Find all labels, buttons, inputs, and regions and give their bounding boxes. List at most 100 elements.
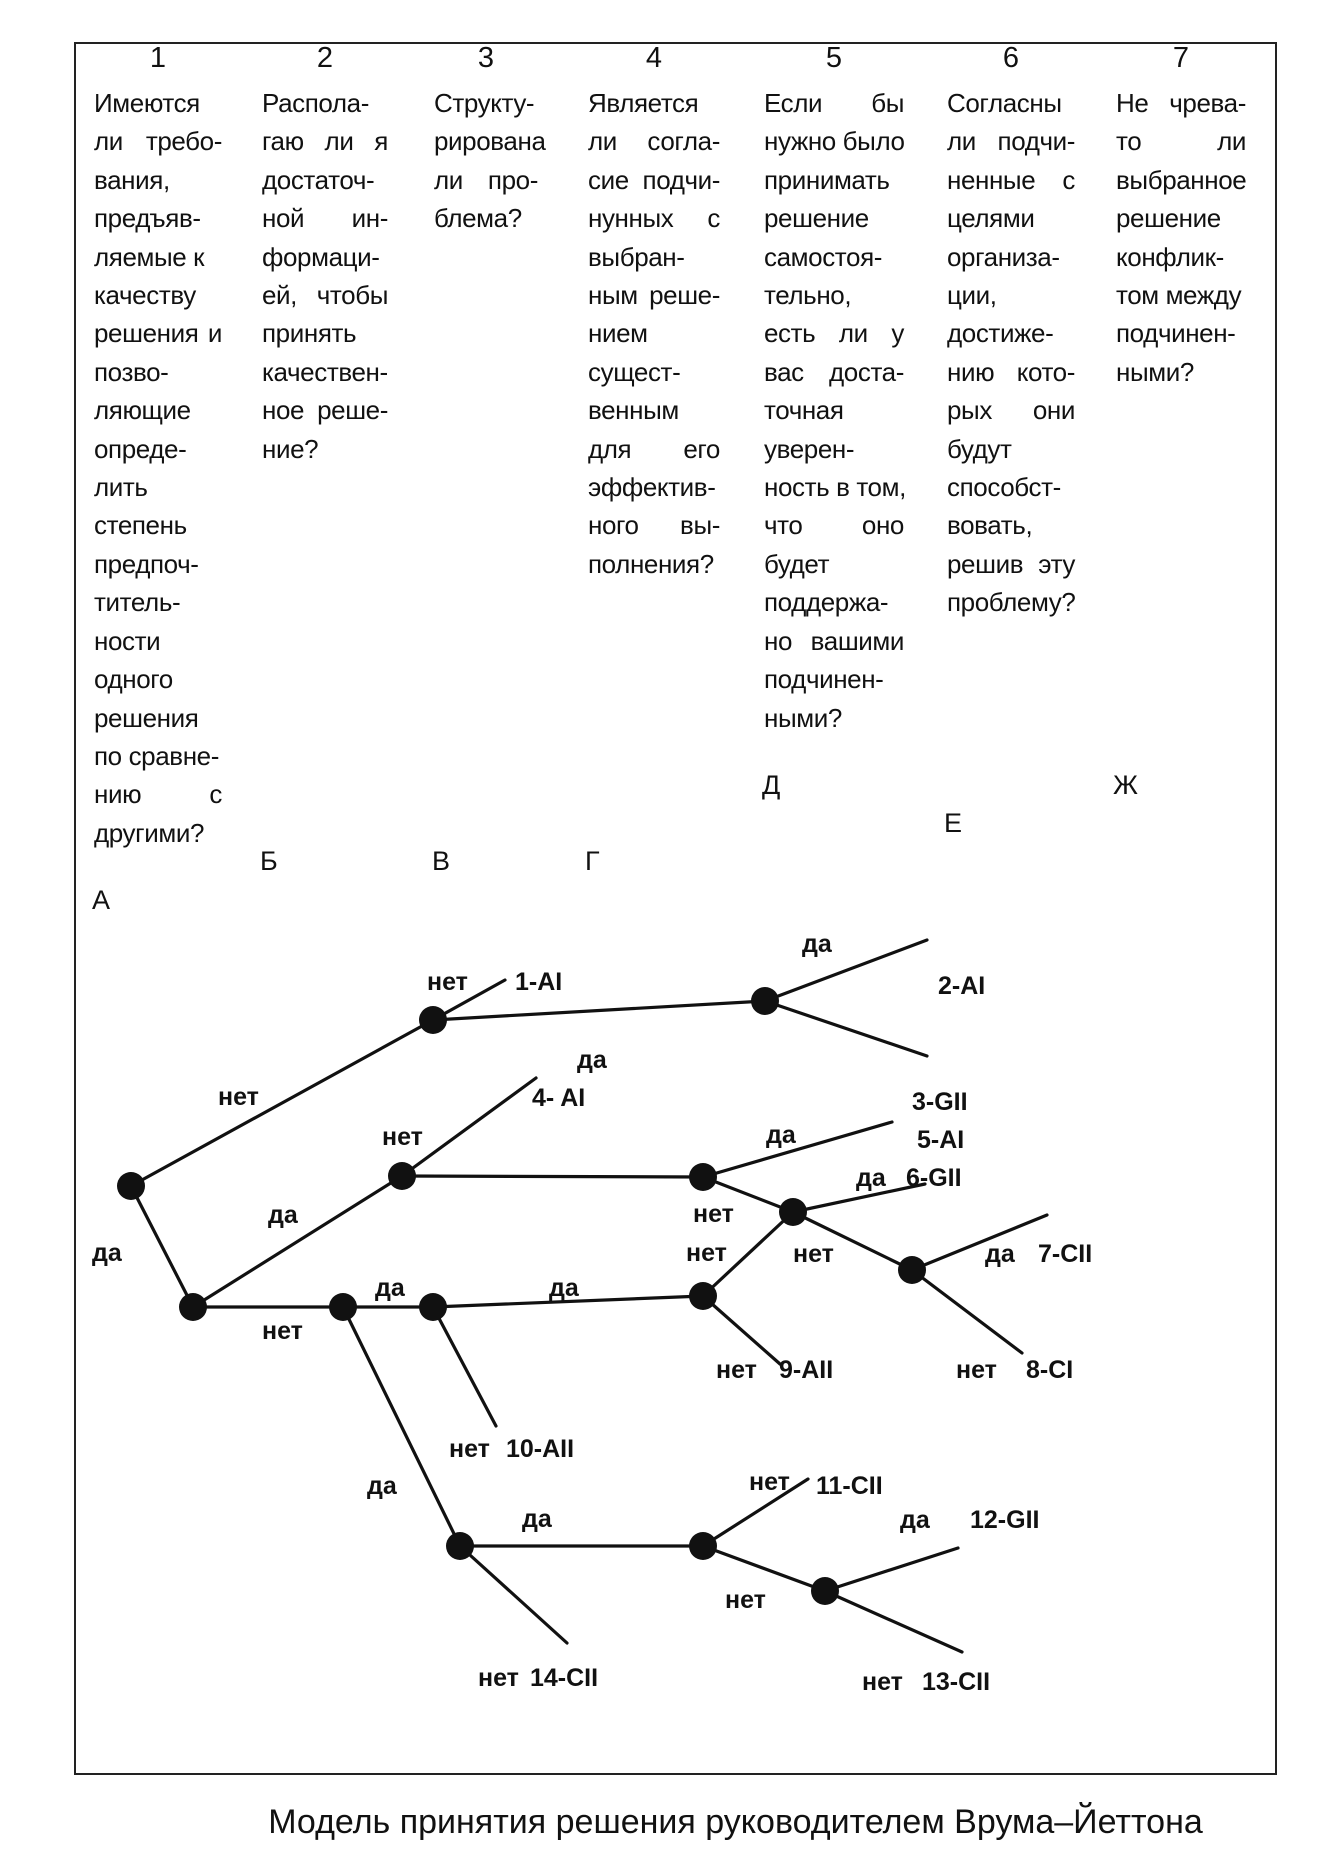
question-line: ляемые к <box>94 241 205 272</box>
tree-nodes <box>117 987 926 1605</box>
question-line: ли подчи- <box>947 126 1075 157</box>
edge <box>431 1305 498 1428</box>
question-line: вас доста- <box>764 356 904 387</box>
branch-label: да <box>268 1201 299 1229</box>
column-number: 1 <box>149 42 167 74</box>
tree-node <box>117 1172 145 1200</box>
branch-label: да <box>900 1506 931 1534</box>
question-line: по сравне- <box>94 740 219 771</box>
question-line: венным <box>588 395 679 426</box>
question-line: решение <box>764 203 869 234</box>
column-letter: А <box>92 885 111 915</box>
question-line: принимать <box>764 164 890 195</box>
question-line: то ли <box>1116 126 1246 157</box>
question-line: Не чрева- <box>1116 88 1246 118</box>
edge <box>191 1174 404 1309</box>
question-line: способст- <box>947 472 1061 503</box>
column-question: Согласны ли подчи-ненные с целями организа-… <box>947 84 1076 622</box>
question-line: опреде- <box>94 433 187 464</box>
edge <box>431 1294 705 1309</box>
edge <box>701 1544 827 1593</box>
branch-label: нет <box>382 1123 423 1151</box>
edge <box>791 1182 927 1214</box>
question-line: качеству <box>94 280 196 311</box>
question-line: решив эту <box>947 548 1075 579</box>
branch-label: нет <box>427 968 468 996</box>
question-line: точная <box>764 395 844 426</box>
question-line: конфлик- <box>1116 241 1224 272</box>
tree-node <box>446 1532 474 1560</box>
outcome-label: 8-CI <box>1026 1356 1073 1384</box>
question-line: тельно, <box>764 280 852 311</box>
question-line: ей, чтобы <box>262 280 388 311</box>
branch-label: да <box>522 1505 553 1533</box>
edge <box>431 999 767 1022</box>
edge <box>129 1184 195 1309</box>
tree-node <box>898 1256 926 1284</box>
question-line: позво- <box>94 356 169 387</box>
tree-edges <box>129 938 1049 1654</box>
outcome-label: 9-AII <box>779 1356 833 1384</box>
branch-label: нет <box>686 1239 727 1267</box>
tree-node <box>779 1198 807 1226</box>
outcome-label: 5-AI <box>917 1126 964 1154</box>
edge <box>400 1174 705 1179</box>
question-line: достаточ- <box>262 164 375 195</box>
question-line: самостоя- <box>764 241 883 272</box>
question-line: том между <box>1116 280 1242 311</box>
outcome-label: 7-CII <box>1038 1240 1092 1268</box>
question-line: ной ин- <box>262 203 388 234</box>
question-line: одного <box>94 664 173 695</box>
question-line: выбран- <box>588 241 685 272</box>
question-line: ляющие <box>94 395 191 426</box>
outcome-label: 3-GII <box>912 1088 968 1116</box>
tree-node <box>689 1282 717 1310</box>
branch-label: да <box>856 1164 887 1192</box>
question-line: подчинен- <box>1116 318 1236 349</box>
outcome-label: 12-GII <box>970 1506 1039 1534</box>
question-line: ного вы- <box>588 510 720 541</box>
column-number: 4 <box>645 42 663 74</box>
tree-node <box>811 1577 839 1605</box>
column-letter: Г <box>585 846 600 876</box>
edge <box>400 1076 538 1178</box>
question-line: ненные с <box>947 164 1075 195</box>
question-line: лить <box>94 472 148 503</box>
tree-node <box>388 1162 416 1190</box>
edge <box>341 1305 462 1548</box>
question-line: Структу- <box>434 88 535 118</box>
branch-label: нет <box>749 1468 790 1496</box>
branch-label: да <box>367 1472 398 1500</box>
question-line: для его <box>588 433 720 464</box>
question-line: Если бы <box>764 88 904 118</box>
question-line: предъяв- <box>94 203 201 234</box>
question-line: Имеются <box>94 88 200 118</box>
question-line: выбранное <box>1116 164 1247 195</box>
question-line: ными? <box>764 702 842 733</box>
column-letter: Б <box>260 846 278 876</box>
question-line: Согласны <box>947 88 1062 118</box>
tree-node <box>419 1293 447 1321</box>
question-line: другими? <box>94 817 205 848</box>
question-line: ли согла- <box>588 126 720 157</box>
question-line: будут <box>947 433 1012 464</box>
column-number: 7 <box>1172 42 1190 74</box>
branch-label: нет <box>793 1240 834 1268</box>
outcome-label: 1-AI <box>515 968 562 996</box>
edge <box>701 1210 795 1298</box>
question-line: вания, <box>94 164 170 195</box>
branch-label: нет <box>716 1356 757 1384</box>
edge <box>701 1477 810 1548</box>
question-line: титель- <box>94 587 181 618</box>
question-line: организа- <box>947 241 1060 272</box>
question-line: целями <box>947 203 1035 234</box>
edge <box>910 1213 1049 1272</box>
question-line: ние? <box>262 433 319 464</box>
question-line: достиже- <box>947 318 1054 349</box>
question-line: уверен- <box>764 433 855 464</box>
